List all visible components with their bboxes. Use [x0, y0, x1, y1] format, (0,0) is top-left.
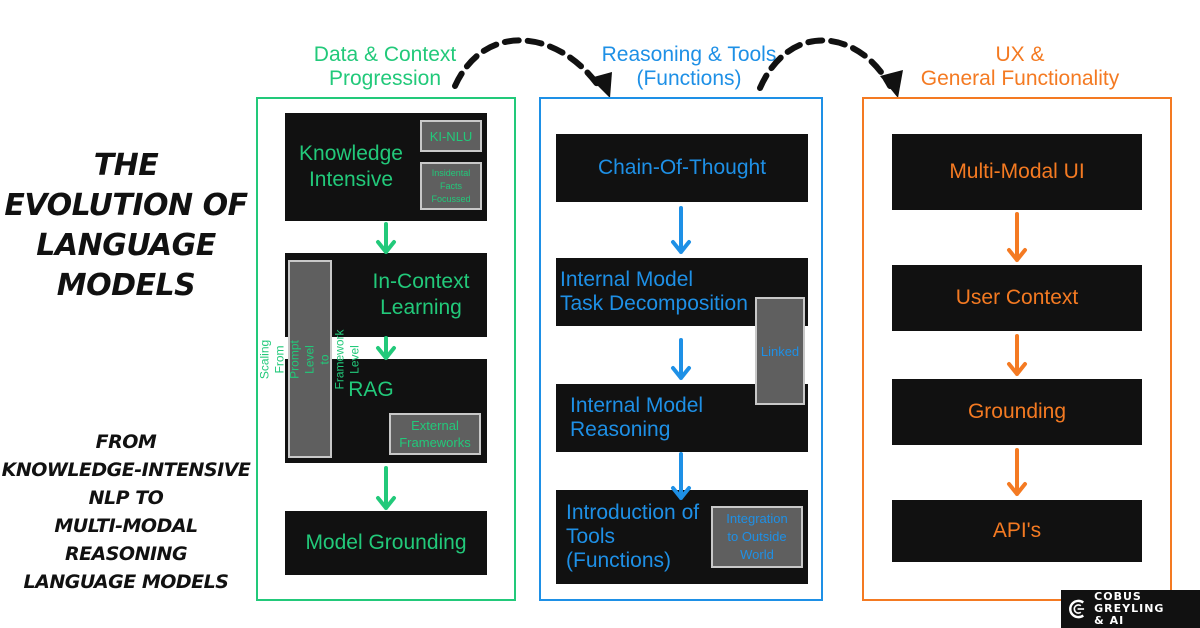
reasoning-tools-frame [539, 97, 823, 601]
arrow-down-icon [1007, 448, 1027, 496]
facts-tag: Insidental Facts Focussed [420, 162, 482, 210]
subtitle: FROM KNOWLEDGE-INTENSIVE NLP TO MULTI-MO… [1, 431, 251, 593]
integration-tag: Integration to Outside World [711, 506, 803, 568]
user-context-box: User Context [892, 265, 1142, 331]
column-title-reasoning: Reasoning & Tools (Functions) [601, 43, 777, 90]
arrow-down-icon [1007, 212, 1027, 262]
column-title-ux: UX & General Functionality [920, 43, 1120, 90]
chain-of-thought-box: Chain-Of-Thought [556, 134, 808, 202]
external-frameworks-tag: External Frameworks [389, 413, 481, 455]
arrow-down-icon [376, 466, 396, 510]
brand-logo: COBUS GREYLING & AI [1061, 590, 1200, 628]
linked-tag: Linked [755, 297, 805, 405]
c-logo-icon [1069, 599, 1085, 619]
scaling-tag: Scaling From Prompt Level to Framework L… [258, 260, 362, 458]
column-title-data: Data & Context Progression [313, 43, 457, 90]
arrow-down-icon [671, 206, 691, 254]
ux-frame [862, 97, 1172, 601]
grounding-box: Grounding [892, 379, 1142, 445]
main-title: THE EVOLUTION OF LANGUAGE MODELS [4, 148, 248, 303]
data-context-frame [256, 97, 516, 601]
arrow-down-icon [376, 222, 396, 254]
dashed-connectors [452, 37, 903, 98]
internal-reasoning-box: Internal Model Reasoning [556, 384, 808, 452]
apis-box: API's [892, 500, 1142, 562]
dashed-arrow-2-head [880, 70, 903, 98]
arrow-down-icon [671, 338, 691, 380]
arrow-down-icon [376, 336, 396, 360]
multi-modal-ui-box: Multi-Modal UI [892, 134, 1142, 210]
task-decomposition-box: Internal Model Task Decomposition [556, 258, 808, 326]
dashed-arrow-1 [452, 37, 603, 91]
ki-nlu-tag: KI-NLU [420, 120, 482, 152]
arrow-down-icon [671, 452, 691, 500]
model-grounding-box: Model Grounding [285, 511, 487, 575]
dashed-arrow-2 [757, 37, 893, 91]
dashed-arrow-1-head [590, 72, 612, 98]
arrow-down-icon [1007, 334, 1027, 376]
